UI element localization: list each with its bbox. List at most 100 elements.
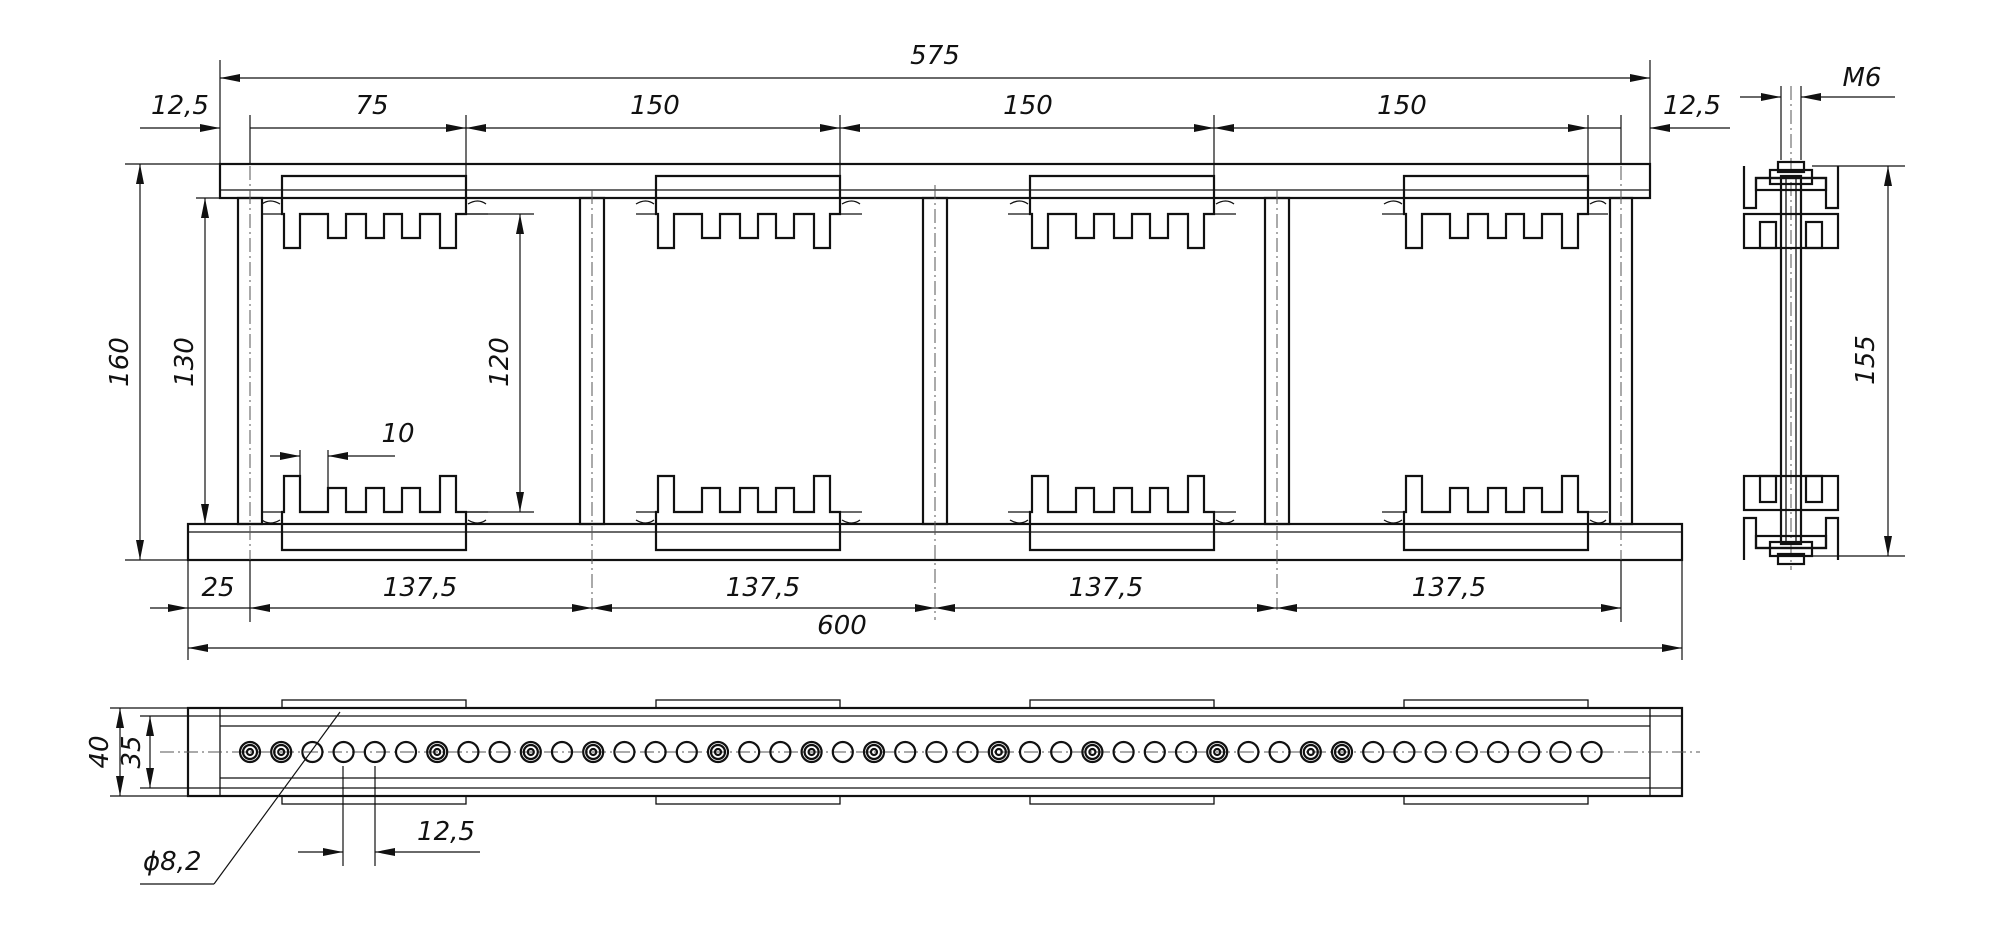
rail-hole (738, 740, 761, 764)
dim-edge-left: 12,5 (151, 91, 209, 121)
rail-hole (862, 740, 886, 764)
rail-hole (301, 740, 324, 764)
bolt-head (803, 743, 820, 761)
bolt-head (865, 743, 883, 761)
dim-span-2: 150 (1003, 91, 1053, 121)
bolt-head (869, 747, 879, 757)
rail-hole (238, 740, 262, 764)
rail-hole (1330, 740, 1354, 764)
bolt-head (241, 743, 259, 761)
rail-hole (1174, 740, 1198, 764)
bottom-clamps (261, 474, 1608, 552)
bolt-head (1088, 747, 1097, 757)
dim-span-1: 150 (630, 91, 680, 121)
dim-pitch-2: 137,5 (726, 573, 800, 603)
rail-hole (519, 740, 542, 764)
dim-160: 160 (105, 337, 135, 387)
side-view: M6 155 (1740, 63, 1905, 570)
bolt-head (994, 747, 1003, 757)
dim-span-3: 150 (1377, 91, 1427, 121)
dim-hole-diameter: ϕ8,2 (143, 847, 202, 877)
top-dimensions: 575 12,5 75 150 150 150 12,5 (140, 41, 1730, 176)
rail-hole (1455, 740, 1478, 764)
rail-hole (831, 740, 854, 764)
rail-hole (582, 740, 605, 764)
rail-hole (1081, 740, 1104, 764)
bolt-head (1213, 747, 1222, 757)
rail-hole (332, 740, 355, 764)
rail-hole (1393, 740, 1416, 764)
bolt-head (1337, 747, 1347, 757)
rail-hole (769, 740, 792, 764)
bolt-head (433, 747, 442, 757)
rail-hole (675, 740, 698, 764)
dim-120: 120 (485, 337, 515, 387)
bolt-head (585, 743, 602, 761)
rail-hole (1424, 740, 1447, 764)
rail-hole (1050, 740, 1073, 764)
bolt-head (277, 747, 286, 757)
bolt-head (273, 743, 290, 761)
dim-600: 600 (817, 611, 867, 641)
bolt-head (1306, 747, 1315, 757)
rail-hole (1549, 740, 1572, 764)
dim-35: 35 (117, 735, 147, 768)
rail-hole (1143, 740, 1166, 764)
rail-hole (706, 740, 730, 764)
rail-hole (644, 740, 667, 764)
rail-hole (987, 740, 1010, 764)
dim-575: 575 (910, 41, 960, 71)
hole-row (238, 740, 1603, 764)
bolt-head (589, 747, 598, 757)
rail-hole (1268, 740, 1291, 764)
dim-first-span: 75 (355, 91, 388, 121)
bolt-head (245, 747, 255, 757)
bolt-head (990, 743, 1007, 761)
bolt-head (1302, 743, 1319, 761)
rail-hole (894, 740, 917, 764)
rail-hole (613, 740, 636, 764)
dim-pitch-1: 137,5 (383, 573, 457, 603)
rail-hole (1518, 740, 1541, 764)
rail-hole (363, 740, 386, 764)
dim-155: 155 (1851, 335, 1881, 385)
rail-hole (800, 740, 823, 764)
rail-hole (1018, 740, 1042, 764)
rail-hole (1237, 740, 1260, 764)
bolt-head (713, 747, 723, 757)
dim-25: 25 (201, 573, 234, 603)
dim-130: 130 (170, 337, 200, 387)
rail-hole (1206, 740, 1229, 764)
post-centerlines (249, 118, 1622, 620)
rail-hole (1486, 740, 1510, 764)
bolt-head (522, 743, 539, 761)
bolt-head (1209, 743, 1226, 761)
rail-hole (270, 740, 293, 764)
bolt-head (709, 743, 727, 761)
rail-hole (426, 740, 449, 764)
dim-pitch-3: 137,5 (1069, 573, 1143, 603)
rail-hole (925, 740, 948, 764)
plan-view: 40 35 ϕ8,2 12,5 (85, 699, 1700, 885)
rail-hole (550, 740, 574, 764)
thread-label: M6 (1843, 63, 1882, 93)
rail-hole (488, 740, 511, 764)
bolt-head (807, 747, 816, 757)
rail-hole (457, 740, 480, 764)
dim-hole-pitch: 12,5 (417, 817, 475, 847)
top-clamps (261, 174, 1608, 250)
left-dimensions: 160 130 120 10 (105, 163, 534, 561)
rail-hole (1580, 740, 1603, 764)
bolt-head (526, 747, 535, 757)
rail-hole (1112, 740, 1135, 764)
dim-pitch-4: 137,5 (1412, 573, 1486, 603)
bottom-dimensions: 25 137,5 137,5 137,5 137,5 600 (150, 560, 1683, 660)
bolt-head (1333, 743, 1351, 761)
rail-hole (956, 740, 979, 764)
dim-40: 40 (85, 735, 115, 768)
rail-hole (394, 740, 418, 764)
front-view (186, 118, 1684, 620)
rail-hole (1299, 740, 1322, 764)
bolt-head (1084, 743, 1101, 761)
